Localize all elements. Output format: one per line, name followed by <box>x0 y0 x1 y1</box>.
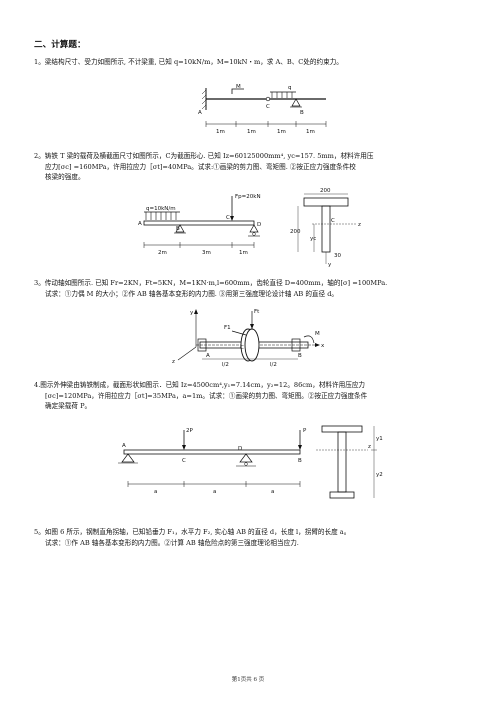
fig2-sec-top: 200 <box>320 188 331 194</box>
fig2-sec-y: y <box>328 262 332 268</box>
page-footer: 第1页共 6 页 <box>231 677 265 683</box>
fig4-dim-1: a <box>154 489 157 495</box>
fig1-label-b: B <box>300 110 304 116</box>
problem-text: [σc]=120MPa，许用拉应力［σt]=35MPa，a=1m。试求：①画梁的… <box>45 391 368 400</box>
fig2-label-a: A <box>138 221 142 227</box>
problem-text: 试求：①力偶 M 的大小；②作 AB 轴各基本变形的内力图. ③用第三强度理论设… <box>45 289 339 298</box>
fig4-dim-3: a <box>271 489 274 495</box>
fig2-dim-1: 2m <box>158 250 167 256</box>
fig3-f1-label: F1 <box>224 325 231 331</box>
fig3-label-c: C <box>240 345 244 351</box>
fig2-sec-height: 200 <box>290 229 301 235</box>
fig4-y1-label: y1 <box>376 436 383 442</box>
fig4-z-label: z <box>368 444 371 450</box>
problem-2: 2。铸铁 T 梁的载荷及横截面尺寸如图所示，C为截面形心. 已知 Iz=6012… <box>34 151 466 183</box>
fig2-sec-c: C <box>331 218 335 224</box>
fig4-label-d: D <box>238 446 242 452</box>
fig2-label-d: D <box>257 222 261 228</box>
fig3-half-2: l/2 <box>270 362 277 368</box>
fig2-sec-z: z <box>358 222 361 228</box>
problem-number: 2。 <box>34 152 45 160</box>
problem-number: 1。 <box>34 58 45 66</box>
fig1-label-c: C <box>266 104 270 110</box>
problem-text: 铸铁 T 梁的载荷及横截面尺寸如图所示，C为截面形心. 已知 Iz=601250… <box>44 152 374 160</box>
fig4-dim-2: a <box>213 489 216 495</box>
fig2-label-b: B <box>176 226 180 232</box>
problem-5: 5。如图 6 所示，钢制直角拐轴，已知铅垂力 F₁，水平力 F₂, 实心轴 AB… <box>34 527 466 548</box>
problem-3: 3。传动轴如图所示. 已知 Fr=2KN，Ft=5KN，M=1KN·m,l=60… <box>34 278 466 299</box>
fig4-y2-label: y2 <box>376 472 383 478</box>
problem-text: 如图 6 所示，钢制直角拐轴，已知铅垂力 F₁，水平力 F₂, 实心轴 AB 的… <box>44 528 351 536</box>
fig2-sec-yc: yc <box>310 236 316 242</box>
problem-number: 3。 <box>34 279 45 287</box>
fig1-dim-2: 1m <box>247 129 256 135</box>
fig2-dim-3: 1m <box>239 250 248 256</box>
fig1-moment-label: M <box>236 84 241 90</box>
fig3-x-label: x <box>321 343 325 349</box>
fig1-dim-1: 1m <box>216 129 225 135</box>
fig1-dim-4: 1m <box>306 129 315 135</box>
problem-text: 图示外伸梁由铸铁制成，截面形状如图示．已知 Iz=4500cm⁴,y₁=7.14… <box>40 381 366 389</box>
fig4-label-c: C <box>182 458 186 464</box>
problem-text: 梁结构尺寸、受力如图所示, 不计梁重, 已知 q=10kN/m，M=10kN・m… <box>44 58 343 66</box>
fig2-force-label: Fp=20kN <box>235 194 261 200</box>
problem-text: 核梁的强度。 <box>45 173 85 181</box>
fig3-label-a: A <box>206 353 210 359</box>
fig3-z-label: z <box>172 359 175 365</box>
problem-number: 5。 <box>34 528 45 536</box>
problem-text: 应力[σc] =160MPa，许用拉应力［σt]=40MPa。试求:①画梁的剪力… <box>45 162 356 171</box>
fig2-dim-2: 3m <box>202 250 211 256</box>
problem-1: 1。梁结构尺寸、受力如图所示, 不计梁重, 已知 q=10kN/m，M=10kN… <box>34 57 466 68</box>
fig2-load-label: q=10kN/m <box>146 206 176 212</box>
figure-1-beam: M q A C B 1m 1m 1m 1m <box>196 84 336 136</box>
figure-4-beam: 2P P A C D B a a a z y1 y2 <box>116 420 386 510</box>
fig3-ft-label: Ft <box>254 309 260 315</box>
fig3-half-1: l/2 <box>222 362 229 368</box>
fig4-load2-label: P <box>303 428 307 434</box>
problem-text: 传动轴如图所示. 已知 Fr=2KN，Ft=5KN，M=1KN·m,l=600m… <box>44 279 388 287</box>
fig1-dim-3: 1m <box>277 129 286 135</box>
problem-number: 4. <box>34 381 41 389</box>
fig3-y-label: y <box>190 310 194 316</box>
fig3-label-b: B <box>298 353 302 359</box>
figure-2-beam: q=10kN/m Fp=20kN A B C D 2m 3m 1m 200 20… <box>134 188 364 268</box>
fig2-sec-web: 30 <box>334 253 341 259</box>
fig4-label-a: A <box>122 443 126 449</box>
problem-4: 4.图示外伸梁由铸铁制成，截面形状如图示．已知 Iz=4500cm⁴,y₁=7.… <box>34 380 466 412</box>
problem-text: 确定梁载荷 P。 <box>45 402 92 410</box>
fig1-label-a: A <box>198 110 202 116</box>
fig2-label-c: C <box>226 215 230 221</box>
figure-3-shaft: y z x C F1 Ft M A B l/2 l/2 <box>168 305 333 368</box>
section-title: 二、计算题： <box>34 40 86 50</box>
fig4-load1-label: 2P <box>186 428 193 434</box>
fig3-m-label: M <box>315 331 320 337</box>
problem-text: 试求：①作 AB 轴各基本变形的内力图。②计算 AB 轴危险点的第三强度理论相当… <box>45 538 299 547</box>
fig4-label-b: B <box>298 458 302 464</box>
fig1-load-label: q <box>288 85 292 91</box>
